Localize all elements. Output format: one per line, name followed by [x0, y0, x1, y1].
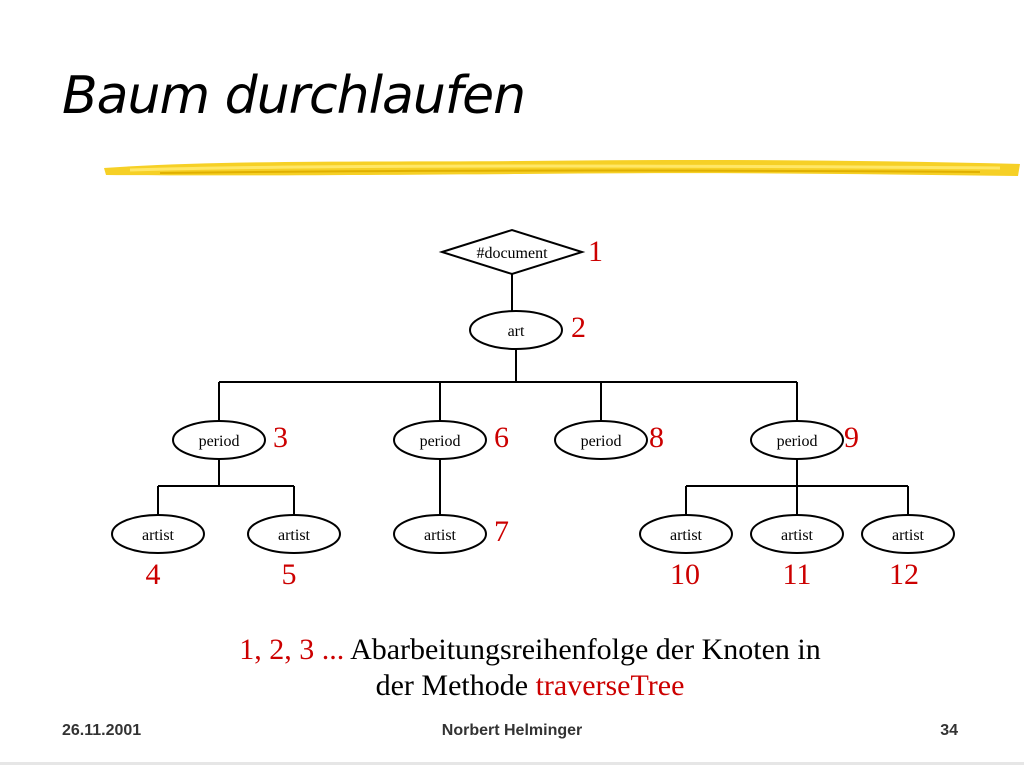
tree-edges	[157, 268, 909, 516]
node-artist-label: artist	[278, 527, 311, 544]
order-number: 6	[494, 421, 509, 454]
node-period: period	[554, 420, 648, 460]
order-number: 1	[588, 235, 603, 268]
footer-page-number: 34	[940, 722, 958, 739]
node-artist: artist	[750, 514, 844, 554]
footer-date: 26.11.2001	[62, 722, 142, 739]
node-period-label: period	[777, 433, 818, 450]
node-artist: artist	[861, 514, 955, 554]
node-artist: artist	[247, 514, 341, 554]
slide-title: Baum durchlaufen	[62, 66, 526, 126]
node-artist: artist	[111, 514, 205, 554]
node-artist: artist	[639, 514, 733, 554]
node-artist-label: artist	[892, 527, 925, 544]
node-period-label: period	[199, 433, 240, 450]
caption-line-2: der Methode traverseTree	[0, 668, 1024, 704]
caption-line-1: 1, 2, 3 ... Abarbeitungsreihenfolge der …	[0, 632, 1024, 668]
node-artist-label: artist	[670, 527, 703, 544]
caption-method-name: traverseTree	[535, 669, 685, 702]
caption-text-2: der Methode	[375, 669, 536, 702]
node-artist-label: artist	[781, 527, 814, 544]
caption-order-prefix: 1, 2, 3 ...	[239, 633, 345, 666]
node-period: period	[393, 420, 487, 460]
caption-text-1: Abarbeitungsreihenfolge der Knoten in	[344, 633, 821, 666]
order-number: 4	[146, 558, 161, 591]
node-art-label: art	[508, 323, 525, 340]
node-period: period	[172, 420, 266, 460]
order-number: 12	[889, 558, 919, 591]
node-artist: artist	[393, 514, 487, 554]
node-period-label: period	[420, 433, 461, 450]
order-number: 10	[670, 558, 700, 591]
order-number: 5	[282, 558, 297, 591]
order-number: 2	[571, 311, 586, 344]
title-underline-brushstroke	[104, 160, 1020, 176]
node-art: art	[469, 310, 563, 350]
order-number: 8	[649, 421, 664, 454]
node-period-label: period	[581, 433, 622, 450]
node-period: period	[750, 420, 844, 460]
node-document-label: #document	[476, 245, 548, 262]
order-number: 11	[783, 558, 812, 591]
tree-diagram: #document 1 art 2 period 3 period 6 peri…	[111, 228, 955, 591]
footer-author: Norbert Helminger	[441, 722, 583, 739]
order-number: 7	[494, 515, 509, 548]
bottom-rule	[0, 762, 1024, 765]
node-artist-label: artist	[142, 527, 175, 544]
order-number: 3	[273, 421, 288, 454]
caption: 1, 2, 3 ... Abarbeitungsreihenfolge der …	[0, 632, 1024, 704]
order-number: 9	[844, 421, 859, 454]
node-document: #document	[438, 228, 586, 276]
node-artist-label: artist	[424, 527, 457, 544]
